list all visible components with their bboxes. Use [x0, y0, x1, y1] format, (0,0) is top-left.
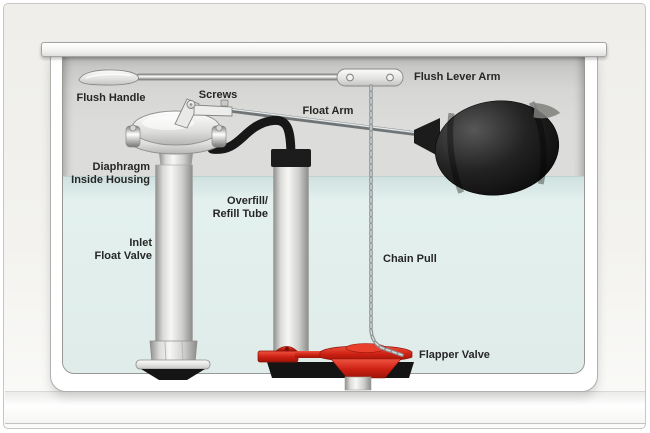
float-connector — [414, 118, 440, 157]
toilet-tank-lid — [41, 42, 607, 57]
base-gasket — [141, 369, 205, 380]
label-flapper-valve: Flapper Valve — [419, 349, 490, 362]
label-flush-lever-arm-text: Flush Lever Arm — [414, 71, 501, 83]
flush-handle — [78, 69, 139, 86]
label-chain-pull: Chain Pull — [383, 253, 437, 266]
overfill-refill-tube — [271, 149, 311, 353]
counter-surface — [5, 391, 645, 424]
base-plate — [135, 359, 211, 370]
flapper-link-arm — [295, 351, 327, 358]
label-inlet-line2: Float Valve — [94, 249, 152, 262]
outlet-pipe — [344, 376, 372, 391]
float-highlight — [533, 103, 561, 119]
label-overfill-line2: Refill Tube — [212, 207, 268, 220]
label-overfill-tube: Overfill/ Refill Tube — [188, 195, 268, 220]
float-arm-rod — [227, 107, 435, 139]
chain-pull — [369, 84, 404, 357]
flush-lever-rod — [135, 73, 341, 81]
label-chain-pull-text: Chain Pull — [383, 253, 437, 265]
screw-small — [220, 99, 229, 107]
label-diaphragm-line1: Diaphragm — [92, 161, 150, 173]
label-flapper-valve-text: Flapper Valve — [419, 349, 490, 361]
flapper-collar — [257, 350, 299, 363]
inlet-float-valve — [125, 98, 233, 380]
refill-hose — [207, 115, 296, 164]
screws-bracket — [174, 98, 233, 129]
label-flush-handle: Flush Handle — [58, 92, 164, 105]
label-flush-handle-text: Flush Handle — [76, 92, 146, 104]
label-inlet-float-valve: Inlet Float Valve — [62, 237, 152, 262]
label-screws: Screws — [185, 89, 251, 102]
label-diaphragm: Diaphragm Inside Housing — [56, 161, 150, 186]
tank-interior — [62, 55, 585, 374]
label-screws-text: Screws — [198, 89, 238, 101]
label-flush-lever-arm: Flush Lever Arm — [414, 71, 500, 84]
label-float-arm-text: Float Arm — [302, 105, 354, 117]
flapper-valve — [257, 343, 414, 391]
tube-top-band — [271, 149, 311, 167]
label-overfill-line1: Overfill/ — [227, 195, 268, 207]
tank-water — [63, 176, 584, 373]
float-ball — [414, 100, 561, 196]
inlet-pipe — [155, 164, 193, 343]
label-float-arm: Float Arm — [290, 105, 366, 118]
flapper-cone — [330, 358, 402, 379]
label-diaphragm-line2: Inside Housing — [71, 173, 150, 186]
label-inlet-line1: Inlet — [129, 237, 152, 249]
flush-lever-arm-plate — [336, 68, 404, 87]
